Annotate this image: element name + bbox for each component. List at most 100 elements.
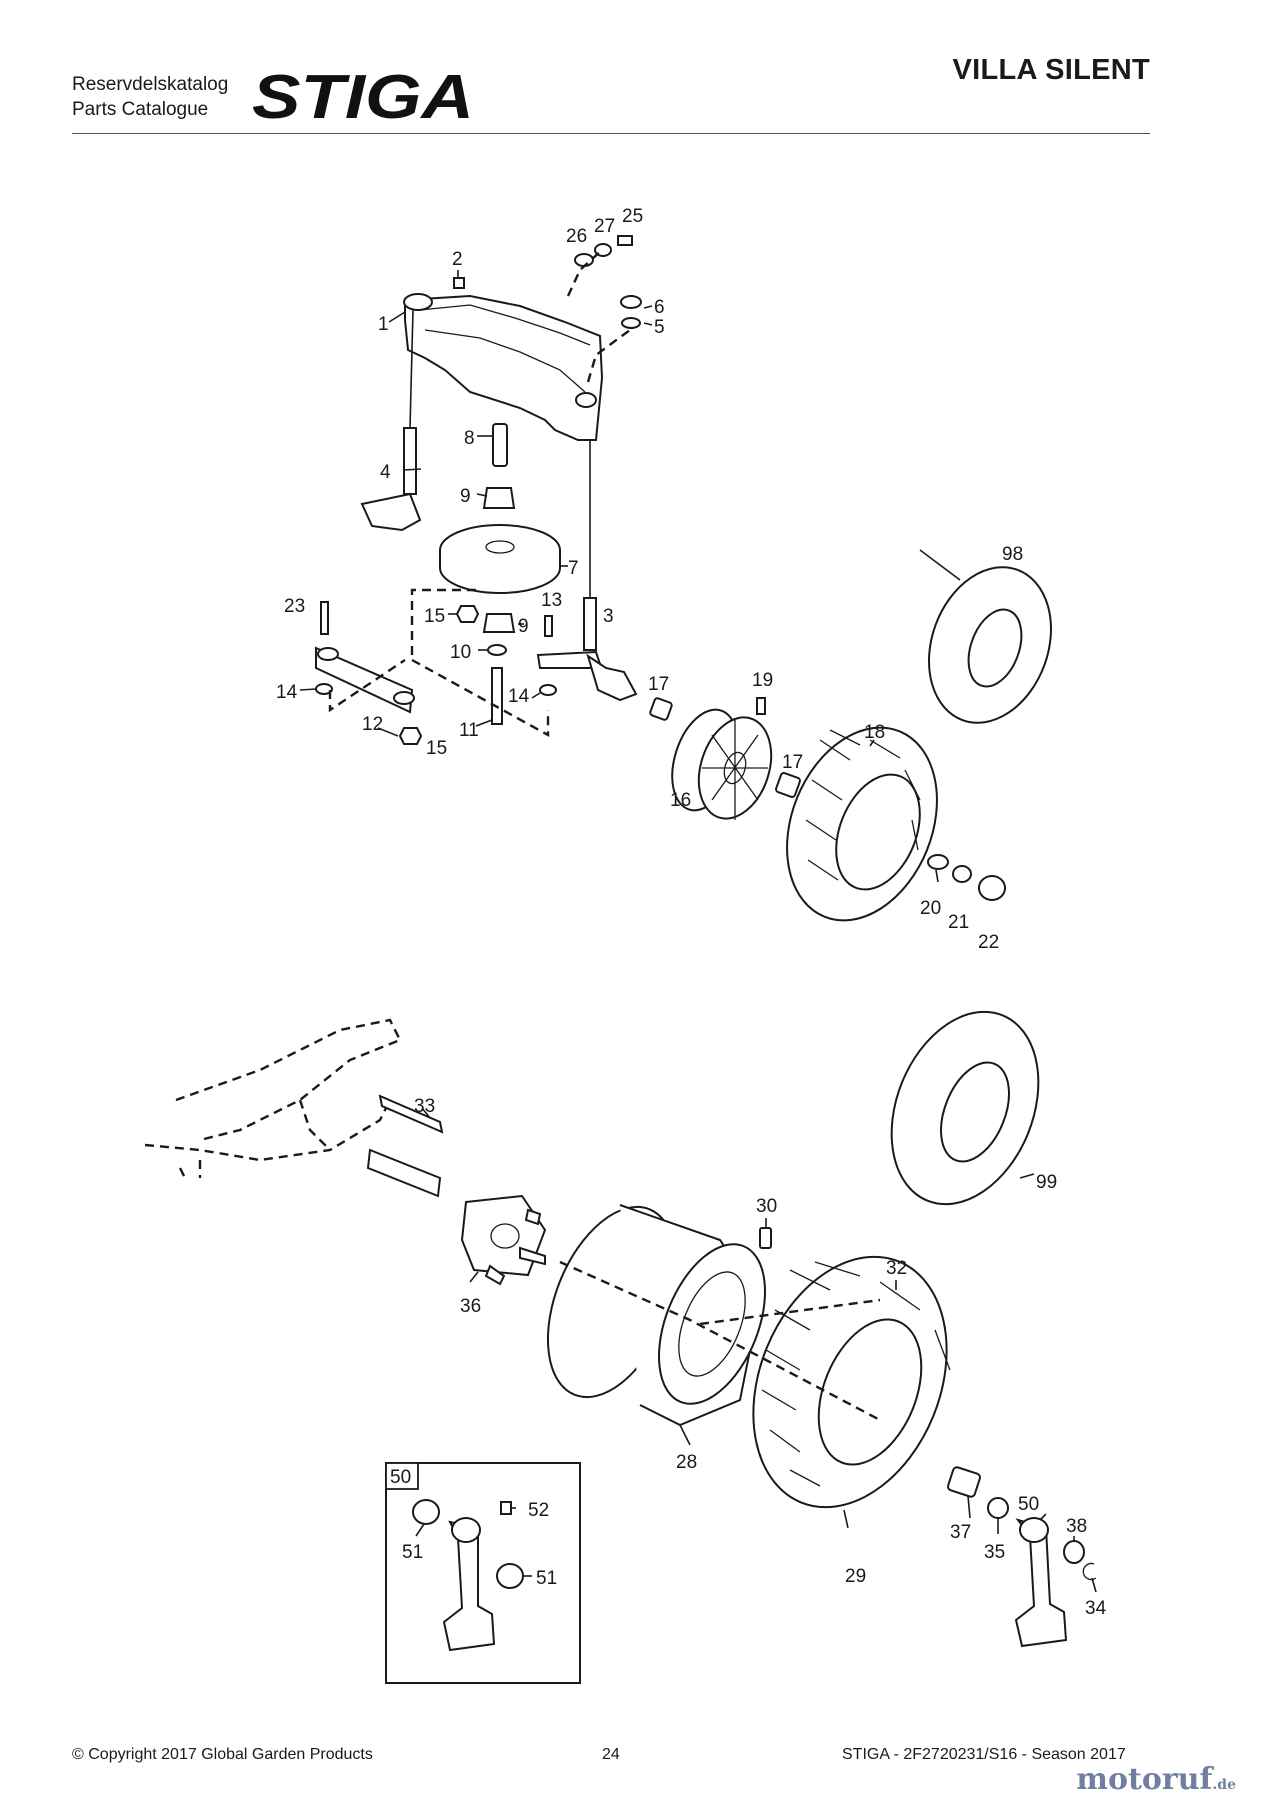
bushing-9 [482,487,516,509]
label-26: 26 [566,226,587,247]
header-divider [72,133,1150,134]
bushing-17 [649,697,673,721]
watermark-main: motoruf [1076,1762,1213,1797]
washer-35 [987,1497,1009,1519]
label-29: 29 [845,1566,866,1587]
label-12: 12 [362,714,383,735]
label-6: 6 [654,297,665,318]
label-17-left: 17 [648,674,669,695]
watermark: motoruf.de [1076,1762,1236,1797]
rear-wheel-assembly [144,1010,1097,1684]
wheel-bracket-50 [1014,1518,1068,1648]
label-22: 22 [978,932,999,953]
bracket-inset [442,1520,496,1652]
nut-15 [455,605,480,623]
label-30: 30 [756,1196,777,1217]
screw-25 [617,235,633,246]
label-4: 4 [380,462,391,483]
model-name: VILLA SILENT [952,54,1150,86]
label-9-lower: 9 [518,616,529,637]
exploded-parts-diagram: 1 2 3 4 5 6 7 8 9 9 10 11 12 13 14 14 15… [144,206,1107,1684]
label-5: 5 [654,317,665,338]
ring-6 [620,295,642,309]
label-37: 37 [950,1522,971,1543]
catalog-title-sv: Reservdelskatalog [72,74,229,95]
valve-19 [756,697,766,715]
washer-38 [1063,1540,1085,1564]
cap-22 [978,875,1006,901]
label-1: 1 [378,314,389,335]
washer-10 [487,644,507,656]
footer-copyright: © Copyright 2017 Global Garden Products [72,1746,373,1763]
washer-26 [574,253,594,267]
label-16: 16 [670,790,691,811]
label-33: 33 [414,1096,435,1117]
bushing-8 [492,423,508,467]
document-id: STIGA - 2F2720231/S16 - Season 2017 [842,1746,1126,1763]
screw-13 [544,615,553,637]
label-52: 52 [528,1500,549,1521]
label-23: 23 [284,596,305,617]
screw-2 [453,277,465,289]
label-15-upper: 15 [424,606,445,627]
circlip-34 [1082,1562,1097,1581]
grease-nipple-52 [500,1501,512,1515]
washer-5 [621,317,641,329]
label-32: 32 [886,1258,907,1279]
label-13: 13 [541,590,562,611]
steering-bracket [404,294,604,441]
bushing-51 [412,1499,440,1525]
label-7: 7 [568,558,579,579]
label-51-right: 51 [536,1568,557,1589]
washer-14b [539,684,557,696]
bolt-23 [320,601,329,635]
label-19: 19 [752,670,773,691]
label-50: 50 [1018,1494,1039,1515]
label-2: 2 [452,249,463,270]
inset-number-box [385,1462,419,1490]
front-axle-assembly [299,235,1052,922]
washer-20 [927,854,949,870]
label-11: 11 [459,720,479,741]
label-98: 98 [1002,544,1023,565]
label-14-left: 14 [276,682,298,703]
label-34: 34 [1085,1598,1107,1619]
label-35: 35 [984,1542,1005,1563]
catalog-title-en: Parts Catalogue [72,99,209,120]
label-10: 10 [450,642,471,663]
label-27: 27 [594,216,615,237]
watermark-tld: .de [1212,1777,1236,1793]
spindle-3 [583,597,597,651]
brand-logotype: STIGA [252,64,474,126]
label-36: 36 [460,1296,481,1317]
label-51-left: 51 [402,1542,423,1563]
catalog-title: Reservdelskatalog Parts Catalogue [72,72,228,122]
bushing-37 [947,1466,981,1498]
label-18: 18 [864,722,885,743]
label-9-upper: 9 [460,486,471,507]
bushing-51b [496,1563,524,1589]
bushing-17b [775,772,801,798]
label-99: 99 [1036,1172,1057,1193]
label-15-lower: 15 [426,738,447,759]
nut-15b [398,727,423,745]
label-20: 20 [920,898,941,919]
page-number: 24 [602,1746,620,1763]
ring-21 [952,865,972,883]
label-14-right: 14 [508,686,530,707]
bolt-11 [491,667,503,725]
label-25: 25 [622,206,643,227]
label-8: 8 [464,428,475,449]
bushing-9-lower [482,613,516,633]
key-33 [378,1094,444,1134]
ring-27 [594,243,612,257]
label-21: 21 [948,912,969,933]
stiga-logo: STIGA [252,64,474,126]
valve-30 [759,1227,772,1249]
label-28: 28 [676,1452,697,1473]
part-number-labels: 1 2 3 4 5 6 7 8 9 9 10 11 12 13 14 14 15… [276,206,1107,1619]
label-3: 3 [603,606,614,627]
inset-number: 50 [390,1467,411,1488]
label-38: 38 [1066,1516,1087,1537]
hub-36 [460,1194,547,1277]
